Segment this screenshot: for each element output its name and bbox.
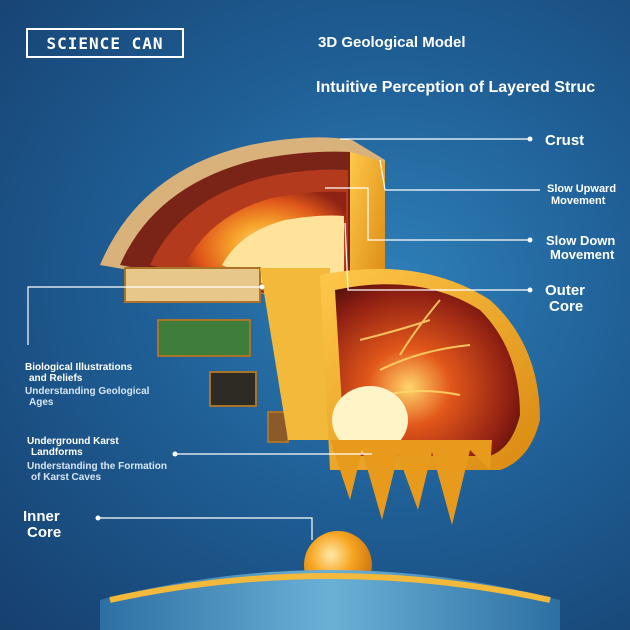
fossil-drawers (124, 267, 330, 443)
leader-bio (27, 286, 262, 345)
leader-slow-upward (379, 159, 540, 191)
leader-slow-down (325, 187, 530, 241)
inner-glow (332, 386, 408, 454)
drawer-frame (260, 268, 330, 440)
fossil-panel-2 (157, 319, 251, 357)
stalactite-cluster (330, 440, 492, 525)
logo-text: SCIENCE CAN (46, 33, 164, 53)
leader-outer-core (344, 222, 530, 291)
label-biological-illustrations: Biological Illustrations and Reliefs Und… (25, 362, 150, 408)
outer-core-hemisphere (320, 268, 540, 470)
fossil-panel-1 (124, 267, 261, 303)
label-outer-core: Outer Core (545, 282, 586, 315)
karst-stalactites (330, 440, 492, 525)
science-can-logo: SCIENCE CAN (26, 28, 184, 58)
label-karst-landforms: Underground Karst Landforms Understandin… (27, 436, 167, 483)
leader-lines (27, 138, 540, 540)
base-bowl (100, 570, 560, 630)
leader-inner-core (98, 517, 313, 540)
fossil-panel-3 (209, 371, 257, 407)
page-title: 3D Geological Model (318, 34, 466, 51)
page-subtitle: Intuitive Perception of Layered Struc (316, 79, 596, 96)
label-slow-down: Slow Down Movement (546, 233, 616, 262)
label-inner-core: Inner Core (23, 508, 62, 541)
label-crust: Crust (545, 132, 585, 149)
label-slow-upward: Slow Upward Movement (547, 183, 617, 207)
leader-dots (95, 136, 533, 521)
bowl-edge (109, 573, 551, 603)
magma-veins (359, 299, 471, 401)
